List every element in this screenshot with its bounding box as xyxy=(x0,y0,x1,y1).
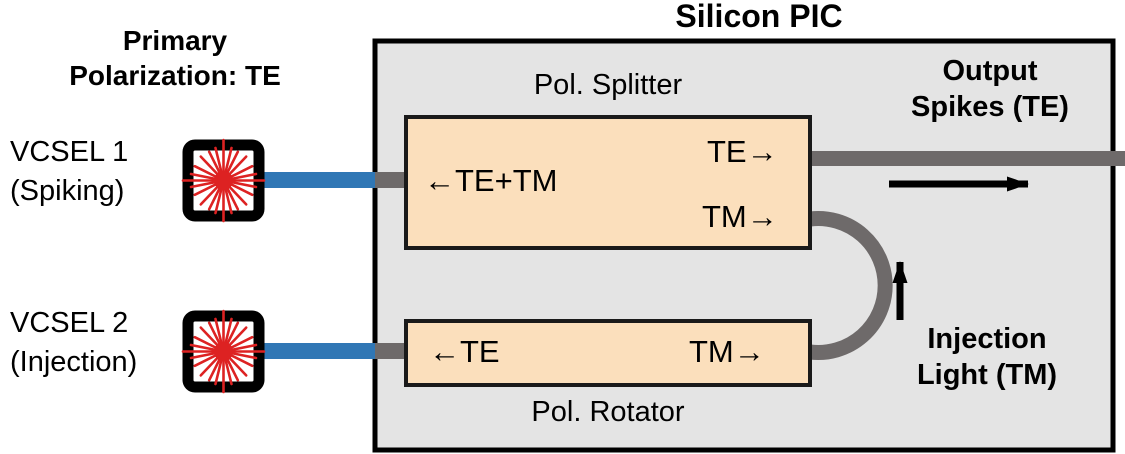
vcsel2-label-line1: VCSEL 2 xyxy=(10,307,129,339)
pol-splitter-caption: Pol. Splitter xyxy=(533,69,683,101)
pol-rotator-caption: Pol. Rotator xyxy=(531,396,685,428)
pol-rotator-box xyxy=(404,319,812,387)
waveguide-input-splitter xyxy=(375,172,407,188)
vcsel1-label-line2: (Spiking) xyxy=(10,175,125,207)
pol-splitter-port-out-te: TE→ xyxy=(707,134,778,169)
vcsel2-label-line2: (Injection) xyxy=(10,346,138,378)
fiber-vcsel1 xyxy=(249,172,375,188)
vcsel1-label-line1: VCSEL 1 xyxy=(10,136,129,168)
pol-rotator-port-out: TM→ xyxy=(689,334,765,369)
pol-splitter-port-in: ←TE+TM xyxy=(424,163,558,198)
output-spikes-annotation-line1: Output xyxy=(942,55,1038,87)
waveguide-output-te xyxy=(808,151,1125,166)
primary-polarization-heading-line1: Primary xyxy=(122,25,228,56)
injection-light-annotation-line1: Injection xyxy=(927,323,1047,355)
waveguide-tm-loop xyxy=(809,211,893,360)
waveguide-input-rotator xyxy=(375,343,407,359)
output-spikes-annotation-line2: Spikes (TE) xyxy=(911,91,1069,123)
laser-burst-icon-vcsel1 xyxy=(181,138,266,223)
page-title: Silicon PIC xyxy=(675,0,843,34)
pol-splitter-box xyxy=(404,115,812,250)
pol-rotator-port-in: ←TE xyxy=(429,334,500,369)
fiber-vcsel2 xyxy=(249,343,375,359)
primary-polarization-heading-line2: Polarization: TE xyxy=(69,60,281,91)
injection-light-annotation-line2: Light (TM) xyxy=(916,359,1058,391)
pol-splitter-port-out-tm: TM→ xyxy=(702,199,778,234)
laser-burst-icon-vcsel2 xyxy=(181,309,266,394)
